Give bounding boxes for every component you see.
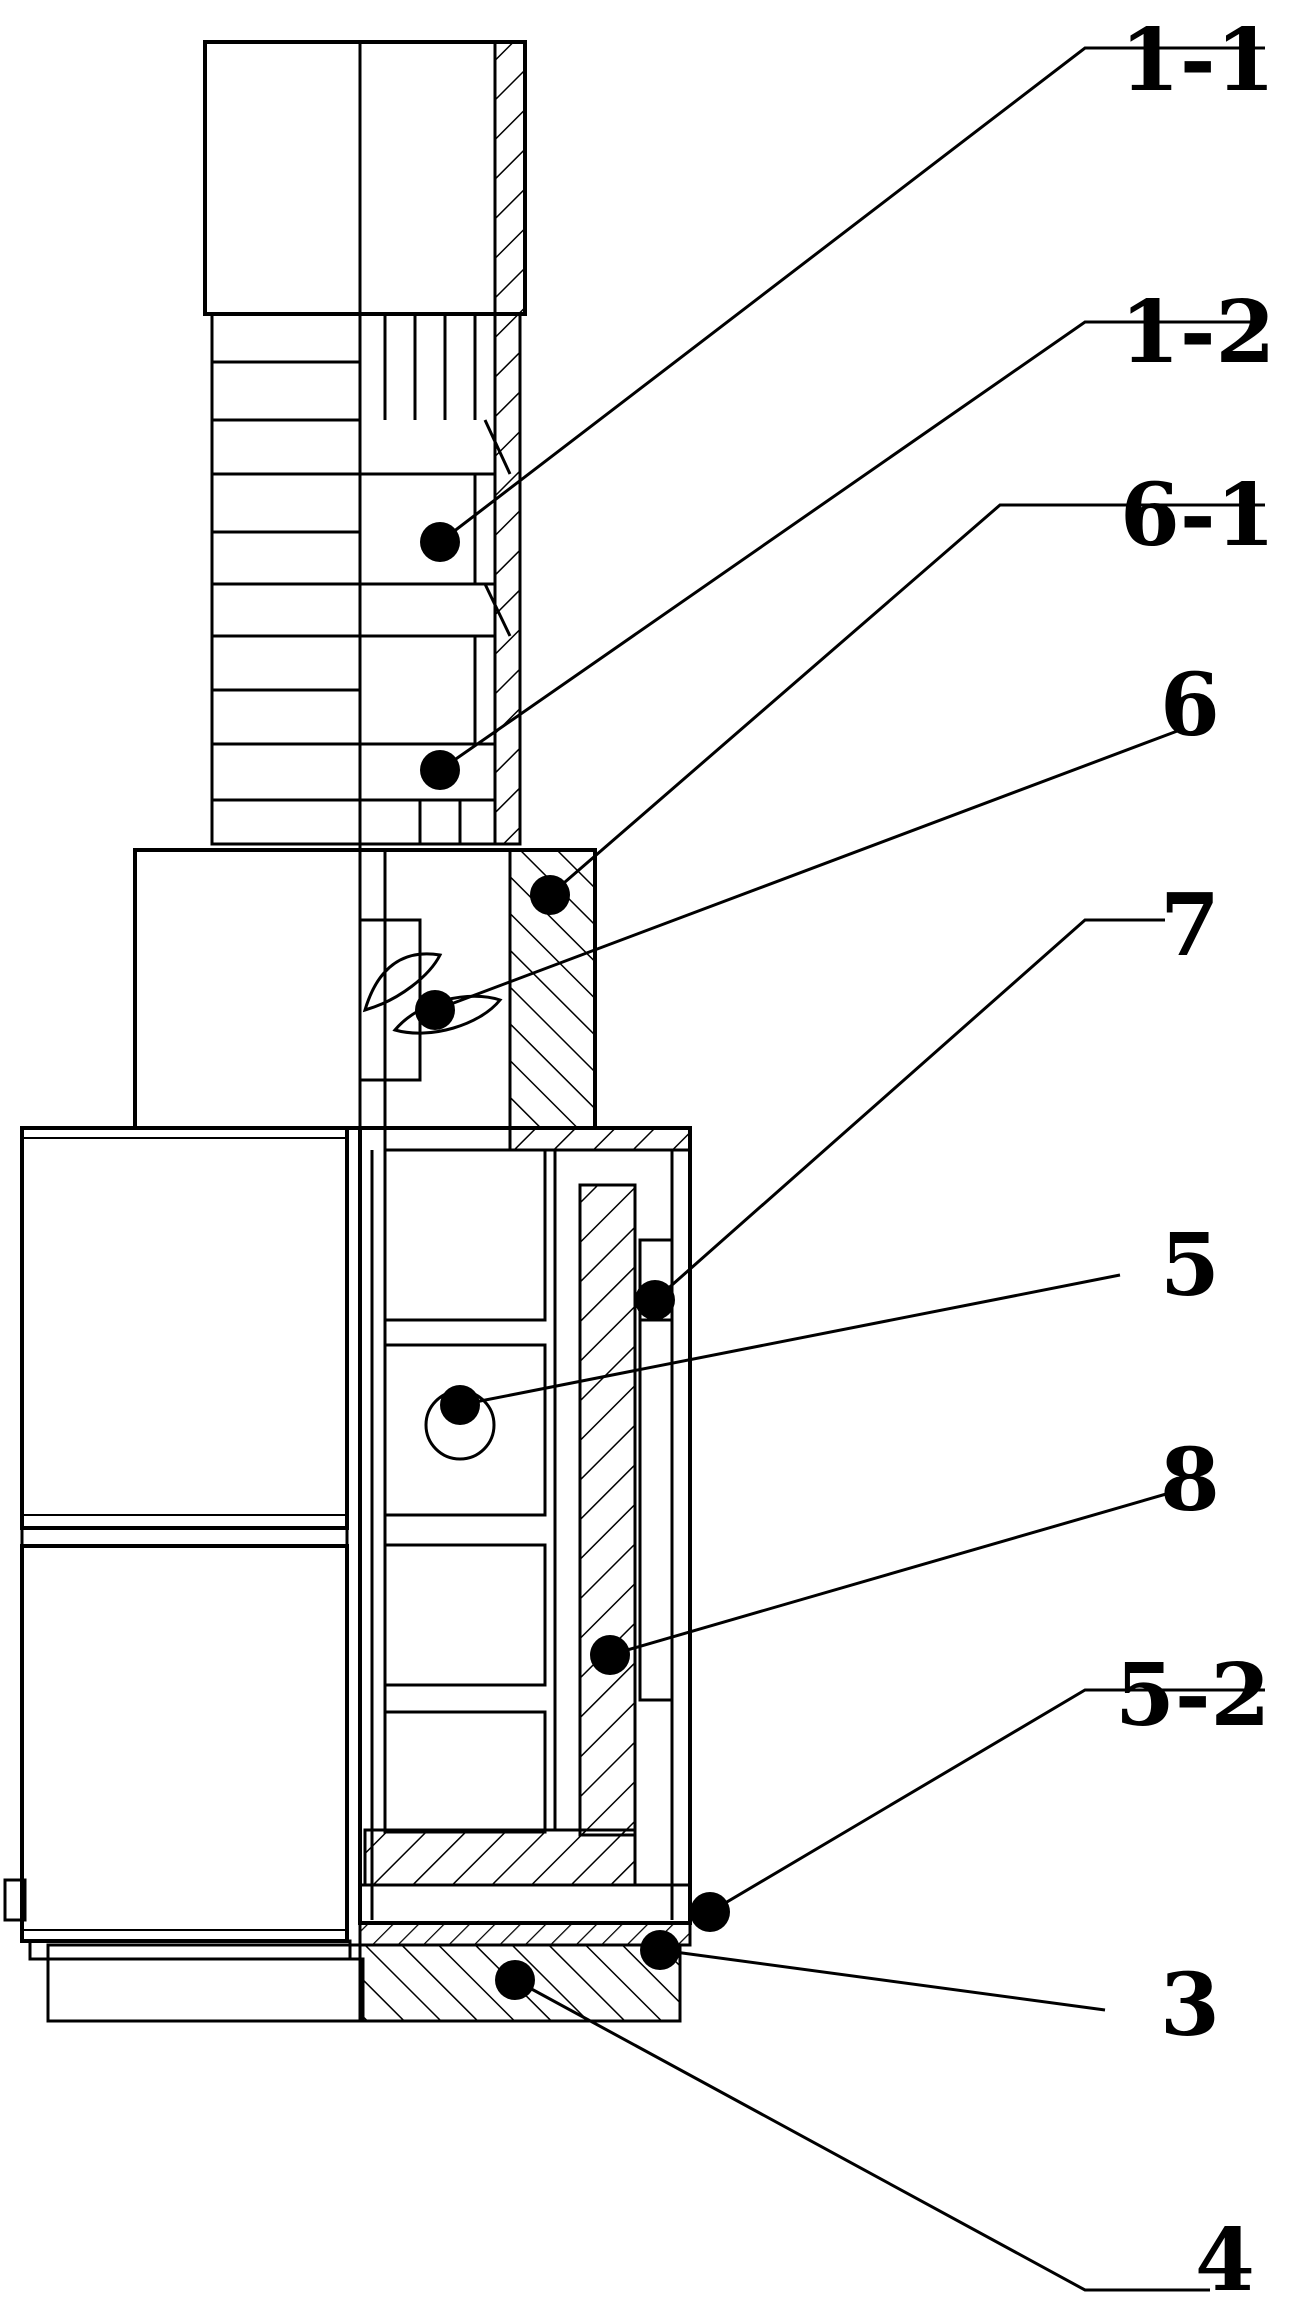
dot-8 <box>590 1635 630 1675</box>
label-4: 4 <box>1195 2210 1255 2304</box>
dot-1-2 <box>420 750 460 790</box>
label-1-1: 1-1 <box>1120 10 1275 111</box>
reference-dots <box>415 522 730 2000</box>
dot-5 <box>440 1385 480 1425</box>
middle-block <box>133 848 597 1152</box>
dot-6 <box>415 990 455 1030</box>
label-3: 3 <box>1160 1955 1220 2056</box>
label-7: 7 <box>1160 875 1220 976</box>
label-6-1: 6-1 <box>1120 465 1275 566</box>
label-6: 6 <box>1160 655 1220 756</box>
dot-1-1 <box>420 522 460 562</box>
label-5-2: 5-2 <box>1115 1645 1270 1746</box>
dot-5-2 <box>690 1892 730 1932</box>
label-1-2: 1-2 <box>1120 282 1275 383</box>
dot-4 <box>495 1960 535 2000</box>
dot-7 <box>635 1280 675 1320</box>
upper-shaft <box>203 40 527 860</box>
callout-labels: 1-1 1-2 6-1 6 7 5 8 5-2 3 4 <box>1115 10 1275 2304</box>
lower-housing <box>3 1126 692 2023</box>
dot-3 <box>640 1930 680 1970</box>
dot-6-1 <box>530 875 570 915</box>
label-8: 8 <box>1160 1430 1220 1531</box>
label-5: 5 <box>1160 1215 1220 1316</box>
leader-lines <box>434 46 1265 2292</box>
